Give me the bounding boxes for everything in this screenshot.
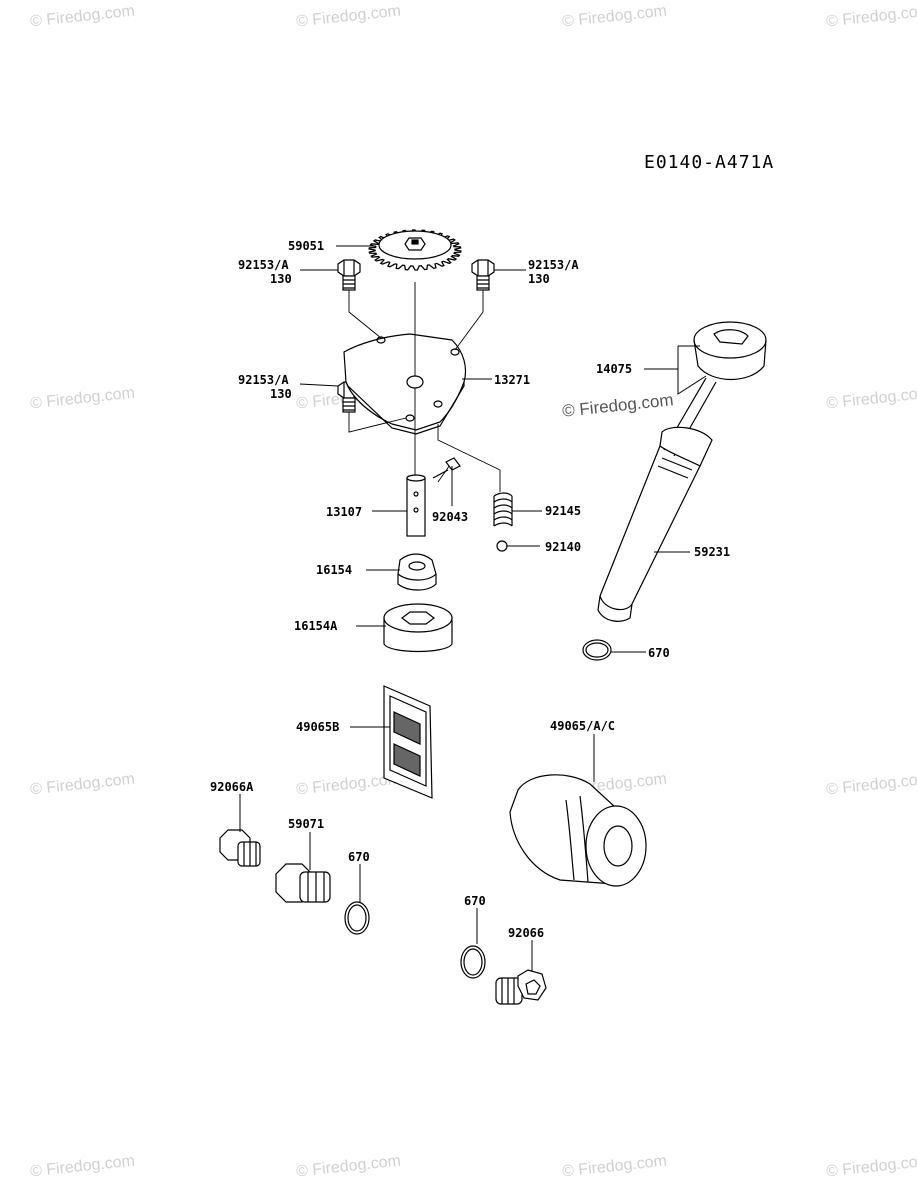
assembly-lines xyxy=(348,282,501,492)
label-16154[interactable]: 16154 xyxy=(316,563,353,577)
drain-plug[interactable] xyxy=(495,969,547,1005)
oil-pump-gear[interactable] xyxy=(368,229,462,271)
label-14075[interactable]: 14075 xyxy=(596,362,633,376)
inner-rotor[interactable] xyxy=(397,553,437,591)
diagram-code: E0140-A471A xyxy=(644,152,775,173)
pump-cover-plate[interactable] xyxy=(343,333,467,435)
label-92043[interactable]: 92043 xyxy=(432,510,469,524)
label-59071[interactable]: 59071 xyxy=(288,817,325,831)
label-130-right: 130 xyxy=(528,272,550,286)
relief-spring[interactable] xyxy=(493,492,513,527)
label-49065ac[interactable]: 49065/A/C xyxy=(550,719,616,733)
leader-lines xyxy=(239,245,707,972)
label-13271[interactable]: 13271 xyxy=(494,373,531,387)
oil-strainer[interactable] xyxy=(383,685,433,799)
label-130-middle: 130 xyxy=(270,387,292,401)
label-92153a-right[interactable]: 92153/A xyxy=(528,258,579,272)
label-16154a[interactable]: 16154A xyxy=(294,619,338,633)
bolt-right[interactable] xyxy=(471,259,495,291)
o-ring-top[interactable] xyxy=(582,639,612,661)
o-ring-bottom[interactable] xyxy=(460,945,486,979)
plug[interactable] xyxy=(275,863,331,903)
label-670-left[interactable]: 670 xyxy=(348,850,370,864)
label-59231[interactable]: 59231 xyxy=(694,545,731,559)
outer-rotor[interactable] xyxy=(383,603,453,653)
label-92066[interactable]: 92066 xyxy=(508,926,545,940)
drain-plug-a[interactable] xyxy=(219,829,261,867)
bolt-left[interactable] xyxy=(337,259,361,291)
label-670-top[interactable]: 670 xyxy=(648,646,670,660)
label-130-left: 130 xyxy=(270,272,292,286)
oil-filter[interactable] xyxy=(509,774,647,887)
label-49065b[interactable]: 49065B xyxy=(296,720,340,734)
label-59051[interactable]: 59051 xyxy=(288,239,325,253)
label-13107[interactable]: 13107 xyxy=(326,505,363,519)
label-92153a-middle[interactable]: 92153/A xyxy=(238,373,289,387)
o-ring-left[interactable] xyxy=(344,901,370,935)
pin[interactable] xyxy=(432,457,461,479)
label-92140[interactable]: 92140 xyxy=(545,540,582,554)
label-92153a-left[interactable]: 92153/A xyxy=(238,258,289,272)
relief-ball[interactable] xyxy=(496,540,508,552)
label-92066a[interactable]: 92066A xyxy=(210,780,254,794)
label-92145[interactable]: 92145 xyxy=(545,504,582,518)
oil-filler-tube[interactable] xyxy=(597,426,713,622)
pump-shaft[interactable] xyxy=(406,474,426,537)
label-670-bottom[interactable]: 670 xyxy=(464,894,486,908)
